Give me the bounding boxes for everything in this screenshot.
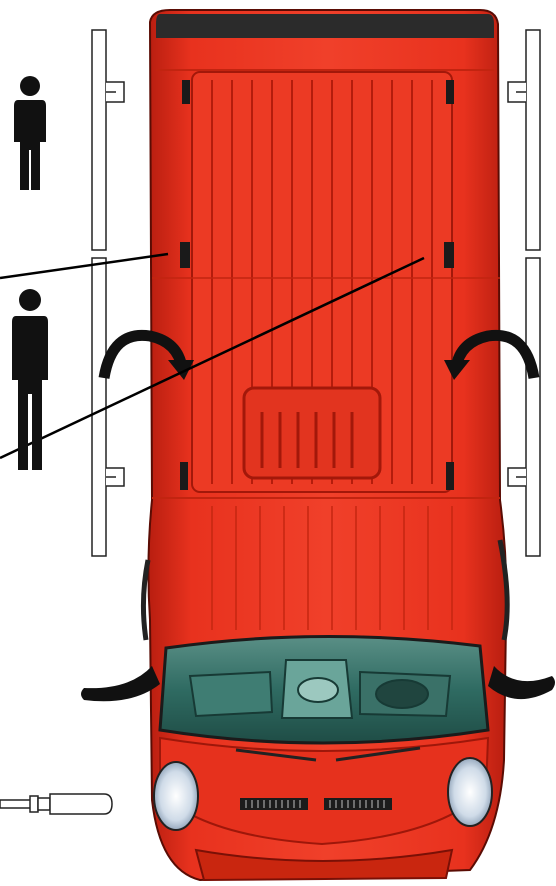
leader-line <box>0 256 425 460</box>
screwdriver-icon <box>0 793 113 815</box>
side-panel-left-lower <box>91 257 107 557</box>
grille <box>240 798 392 810</box>
side-panel-left-upper <box>91 29 107 251</box>
roof-hatch-ribs <box>260 412 354 468</box>
side-marker-right <box>497 539 510 641</box>
mirror-right <box>488 666 555 700</box>
wiper <box>335 746 421 762</box>
bracket-left-upper <box>106 81 125 103</box>
front-roof-ribs <box>211 506 453 630</box>
hood <box>159 736 490 846</box>
left-side-panels <box>91 29 125 557</box>
side-marker-left <box>140 559 151 641</box>
van <box>81 9 555 882</box>
curved-arrow-icon <box>444 329 540 380</box>
headlight-right <box>447 757 493 827</box>
bracket-right-upper <box>507 81 526 103</box>
mirror-left <box>81 666 160 702</box>
roof-hatch <box>242 386 382 480</box>
headlight-left <box>153 761 199 831</box>
bracket-left-lower <box>106 467 125 487</box>
side-panel-right-lower <box>525 257 541 557</box>
person-icon <box>14 76 46 190</box>
right-side-panels <box>507 29 541 557</box>
curved-arrow-icon <box>98 329 194 380</box>
side-panel-right-upper <box>525 29 541 251</box>
dashboard <box>188 659 452 719</box>
bracket-right-lower <box>507 467 526 487</box>
front-bumper <box>194 848 454 882</box>
roof-front-cap <box>156 14 494 38</box>
person-icon <box>12 289 48 470</box>
roof-clips <box>180 80 454 490</box>
wiper <box>235 748 317 762</box>
leader-line <box>0 252 169 280</box>
